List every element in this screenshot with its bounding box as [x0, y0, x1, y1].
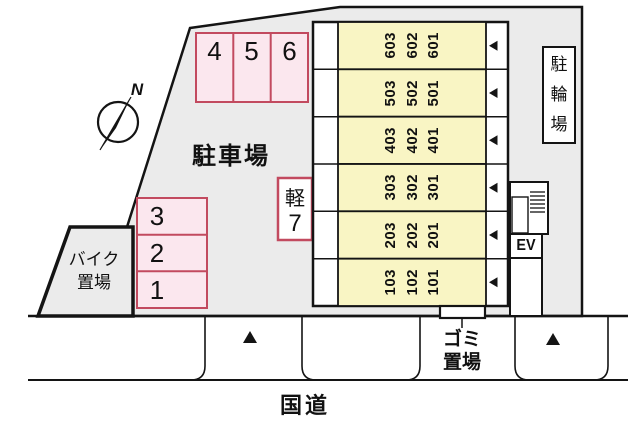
- floor-4-units: 403 402 401: [338, 117, 486, 164]
- stair-treads: [530, 191, 545, 213]
- unit-number: 201: [424, 221, 442, 249]
- unit-number: 301: [424, 174, 442, 201]
- road-label: 国道: [279, 393, 330, 418]
- parking-spot-6: 6: [282, 35, 297, 66]
- floor-row: [337, 68, 487, 118]
- bike-storage-line2: 置場: [77, 273, 111, 292]
- parking-spot-5: 5: [244, 35, 259, 66]
- garbage-line1: ゴミ: [442, 329, 481, 350]
- garbage-box: [438, 304, 487, 320]
- parking-spots-top-box: [195, 32, 309, 103]
- unit-number: 101: [424, 269, 442, 296]
- unit-number: 501: [424, 79, 442, 107]
- garbage-line2: 置場: [442, 352, 481, 373]
- unit-number: 602: [403, 32, 421, 59]
- curb-divider: [593, 317, 609, 381]
- compass-north-label: N: [130, 80, 144, 99]
- curb-divider: [514, 317, 530, 381]
- unit-number: 303: [381, 174, 399, 201]
- unit-number: 502: [403, 79, 421, 107]
- parking-spot-3: 3: [149, 200, 165, 231]
- floor-1-units: 103 102 101: [338, 259, 486, 306]
- unit-entry-arrow-icons: [489, 40, 498, 288]
- bicycle-parking-box: [542, 46, 576, 144]
- elevator-label: EV: [516, 237, 536, 254]
- curb-divider: [190, 317, 206, 381]
- bicycle-parking-char: 輪: [550, 85, 568, 104]
- parking-spot-1: 1: [149, 274, 165, 305]
- parking-spot-4: 4: [207, 35, 222, 66]
- unit-number: 103: [381, 269, 399, 296]
- unit-number: 601: [424, 32, 442, 59]
- floor-5-units: 503 502 501: [338, 69, 486, 117]
- curb-divider: [301, 317, 317, 381]
- entrance-triangle-icon: [546, 333, 560, 345]
- unit-number: 202: [403, 221, 421, 249]
- unit-number: 203: [381, 221, 399, 249]
- bicycle-parking-char: 場: [550, 115, 568, 134]
- bike-storage-shape: [35, 225, 135, 318]
- parking-spot-2: 2: [149, 237, 165, 268]
- floor-row: [337, 257, 487, 307]
- floor-3-units: 303 302 301: [338, 164, 486, 211]
- floor-row: [337, 21, 487, 71]
- entrance-hall-box: [509, 257, 543, 317]
- elevator-box: [509, 233, 543, 259]
- kei-spot-label: 軽: [285, 187, 305, 210]
- floor-2-units: 203 202 201: [338, 211, 486, 259]
- garbage-area-label: ゴミ 置場: [420, 327, 504, 375]
- unit-number: 102: [403, 269, 421, 296]
- compass-needle-axis: [99, 96, 132, 151]
- bike-storage-label: バイク 置場: [48, 247, 140, 295]
- unit-number: 302: [403, 174, 421, 201]
- parking-lot-label: 駐車場: [192, 142, 270, 170]
- curb-divider: [405, 317, 421, 381]
- unit-number: 403: [381, 127, 399, 154]
- floor-row: [337, 163, 487, 213]
- compass-circle: [96, 100, 140, 144]
- floor-row: [337, 115, 487, 165]
- entrance-triangle-icon: [243, 331, 257, 343]
- parking-spots-left-box: [136, 197, 208, 309]
- kei-spot-number: 7: [288, 210, 302, 237]
- unit-number: 402: [403, 127, 421, 154]
- floor-6-units: 603 602 601: [338, 22, 486, 69]
- unit-number: 401: [424, 127, 442, 154]
- floor-row: [337, 210, 487, 260]
- unit-number: 603: [381, 32, 399, 59]
- bike-storage-line1: バイク: [68, 250, 120, 269]
- bicycle-parking-label: 駐 輪 場: [543, 50, 575, 140]
- bicycle-parking-char: 駐: [550, 55, 568, 74]
- building-row-lines: [313, 68, 508, 260]
- unit-number: 503: [381, 79, 399, 107]
